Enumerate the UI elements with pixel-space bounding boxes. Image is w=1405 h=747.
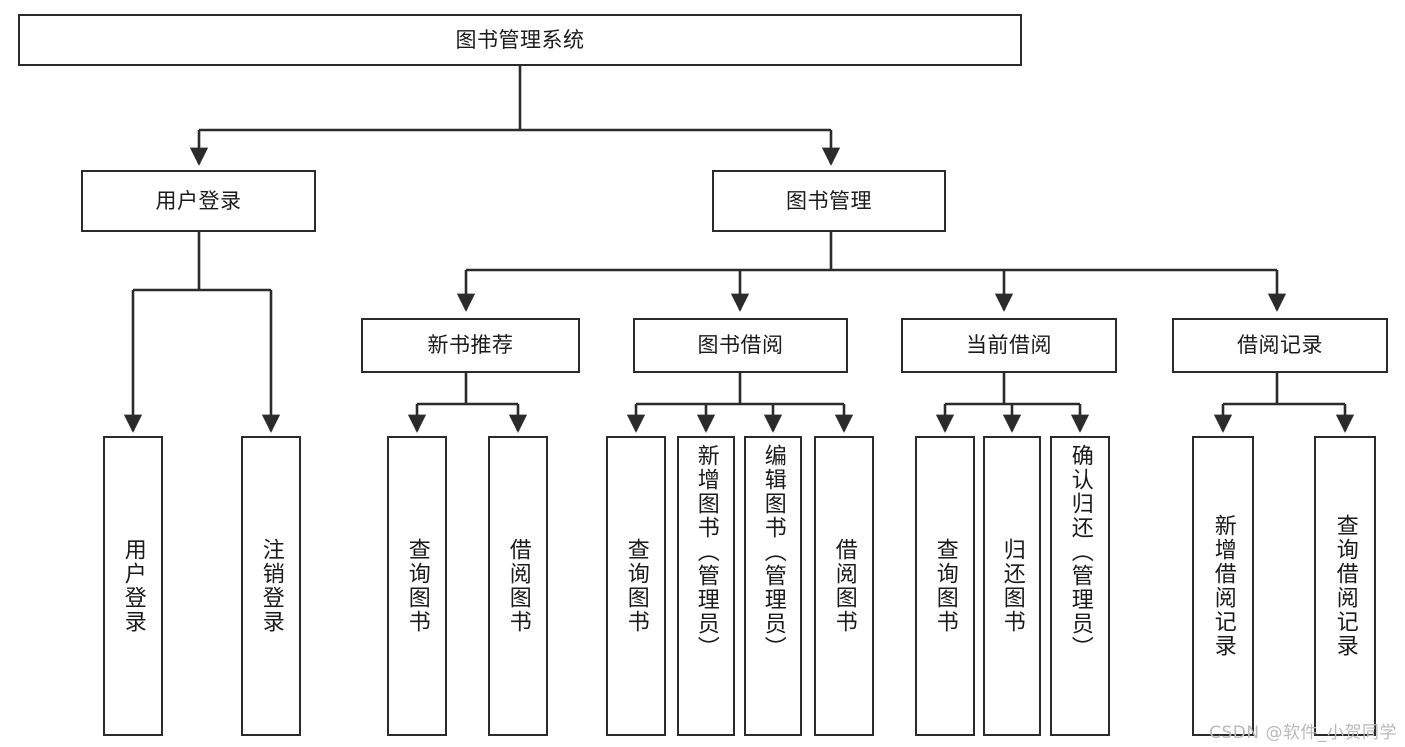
node-user-login-label: 用户登录 — [155, 188, 242, 213]
leaf-label: 查询图书 — [623, 538, 649, 634]
node-user-login[interactable]: 用户登录 — [81, 170, 316, 232]
leaf-book-borrow-edit-book-admin[interactable]: 编辑图书（管理员） — [744, 436, 802, 736]
node-book-borrow[interactable]: 图书借阅 — [633, 318, 848, 373]
leaf-label: 注销登录 — [258, 538, 284, 634]
leaf-user-login-login[interactable]: 用户登录 — [103, 436, 163, 736]
leaf-borrow-record-query-record[interactable]: 查询借阅记录 — [1314, 436, 1376, 736]
node-new-book-recommend[interactable]: 新书推荐 — [361, 318, 580, 373]
leaf-label: 查询借阅记录 — [1332, 514, 1358, 658]
watermark-text: CSDN @软件_小贺同学 — [1209, 723, 1397, 743]
leaf-current-borrow-confirm-return-admin[interactable]: 确认归还（管理员） — [1050, 436, 1110, 736]
node-current-borrow[interactable]: 当前借阅 — [901, 318, 1117, 373]
leaf-new-book-borrow-book[interactable]: 借阅图书 — [488, 436, 548, 736]
leaf-label: 用户登录 — [120, 538, 146, 634]
leaf-book-borrow-query-book[interactable]: 查询图书 — [606, 436, 666, 736]
node-book-borrow-label: 图书借阅 — [697, 333, 784, 358]
leaf-book-borrow-borrow-book[interactable]: 借阅图书 — [814, 436, 874, 736]
leaf-book-borrow-add-book-admin[interactable]: 新增图书（管理员） — [677, 436, 735, 736]
leaf-label: 查询图书 — [404, 538, 430, 634]
leaf-label: 借阅图书 — [831, 538, 857, 634]
leaf-user-login-logout[interactable]: 注销登录 — [241, 436, 301, 736]
leaf-borrow-record-add-record[interactable]: 新增借阅记录 — [1192, 436, 1254, 736]
node-new-book-recommend-label: 新书推荐 — [427, 333, 514, 358]
node-root-label: 图书管理系统 — [455, 27, 585, 52]
leaf-label: 新增图书（管理员） — [693, 444, 719, 660]
leaf-current-borrow-return-book[interactable]: 归还图书 — [983, 436, 1041, 736]
node-book-management-label: 图书管理 — [786, 188, 872, 213]
leaf-label: 新增借阅记录 — [1210, 514, 1236, 658]
node-root-library-system[interactable]: 图书管理系统 — [18, 14, 1022, 66]
node-borrow-record[interactable]: 借阅记录 — [1172, 318, 1388, 373]
leaf-current-borrow-query-book[interactable]: 查询图书 — [915, 436, 975, 736]
leaf-new-book-query-book[interactable]: 查询图书 — [387, 436, 447, 736]
leaf-label: 查询图书 — [932, 538, 958, 634]
leaf-label: 借阅图书 — [505, 538, 531, 634]
leaf-label: 归还图书 — [999, 538, 1025, 634]
leaf-label: 编辑图书（管理员） — [760, 444, 786, 660]
node-borrow-record-label: 借阅记录 — [1237, 333, 1323, 358]
node-current-borrow-label: 当前借阅 — [966, 333, 1052, 358]
node-book-management[interactable]: 图书管理 — [712, 170, 946, 232]
leaf-label: 确认归还（管理员） — [1067, 444, 1093, 660]
